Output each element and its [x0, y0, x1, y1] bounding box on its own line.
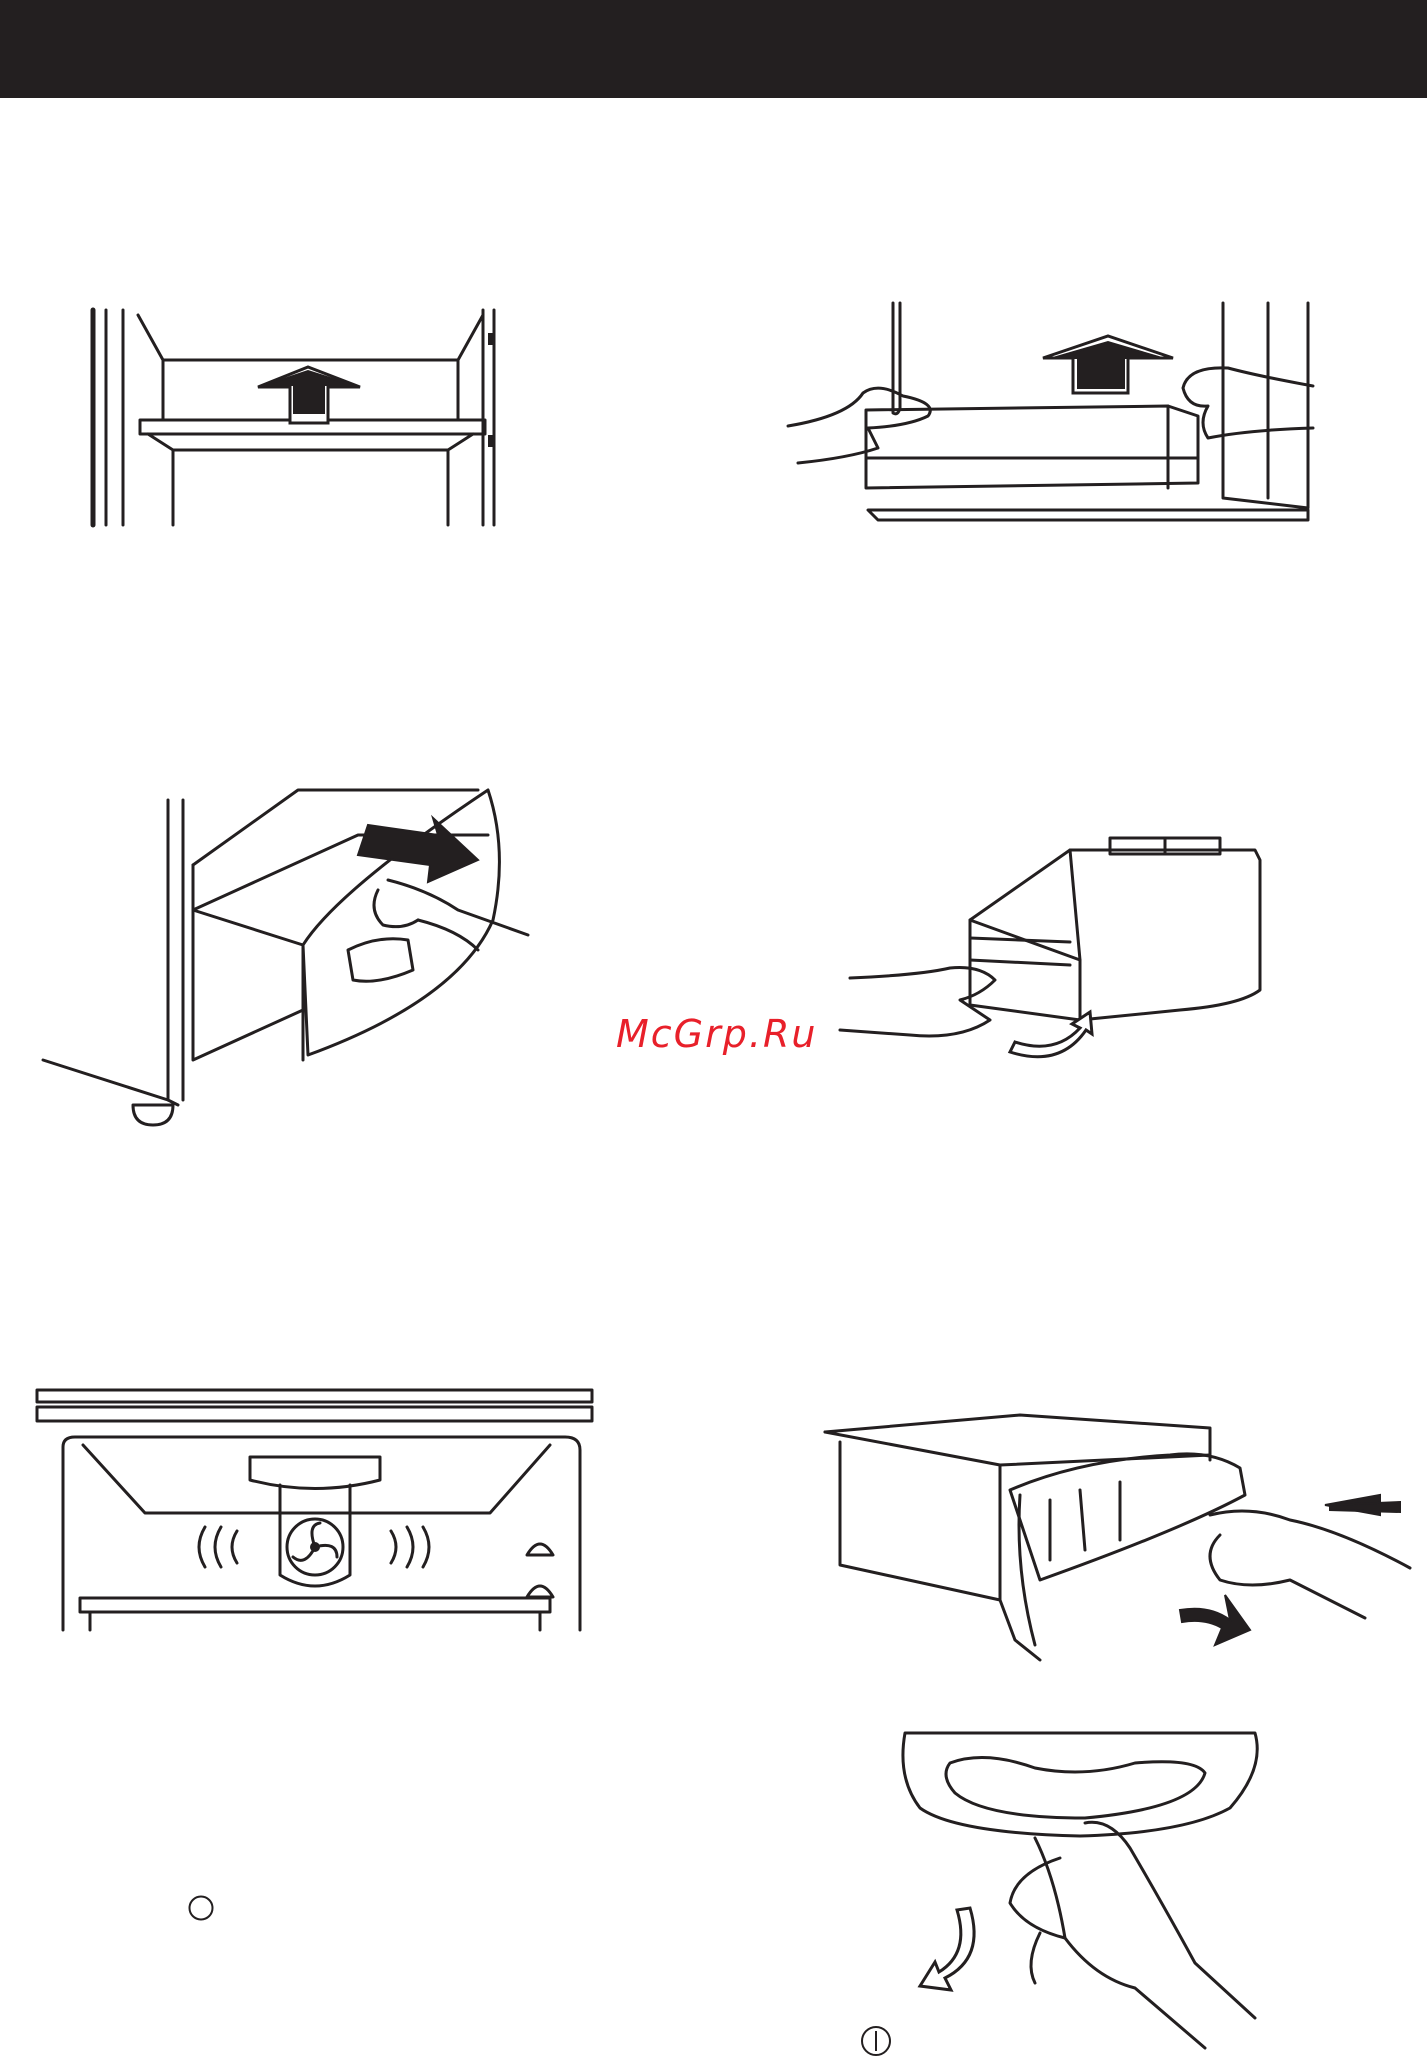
- figure-fan-panel: [35, 1385, 595, 1630]
- power-symbol-icon: [860, 2025, 892, 2057]
- figure-drawer-front-removal: [820, 1420, 1420, 1675]
- header-bar: [0, 0, 1427, 98]
- watermark: McGrp.Ru: [616, 1004, 836, 1064]
- figure-shelf-lift: [88, 305, 508, 530]
- figure-crisper-cover-lift: [788, 298, 1318, 538]
- figure-handle-pull: [835, 1728, 1275, 2058]
- figure-bin-release: [840, 830, 1260, 1070]
- figure-drawer-pull: [38, 770, 538, 1130]
- circle-marker-icon: [188, 1895, 214, 1921]
